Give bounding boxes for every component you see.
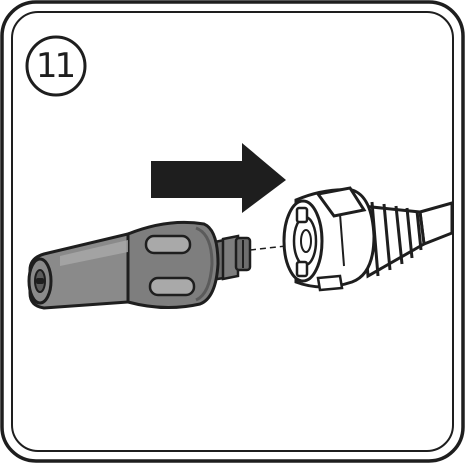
hose-coupler-icon [282,186,454,292]
step-number-circle [25,35,87,97]
spray-nozzle-icon [27,220,252,310]
step-number: 11 [35,46,76,86]
alignment-line [249,245,287,251]
arrow-right-icon [151,143,286,213]
